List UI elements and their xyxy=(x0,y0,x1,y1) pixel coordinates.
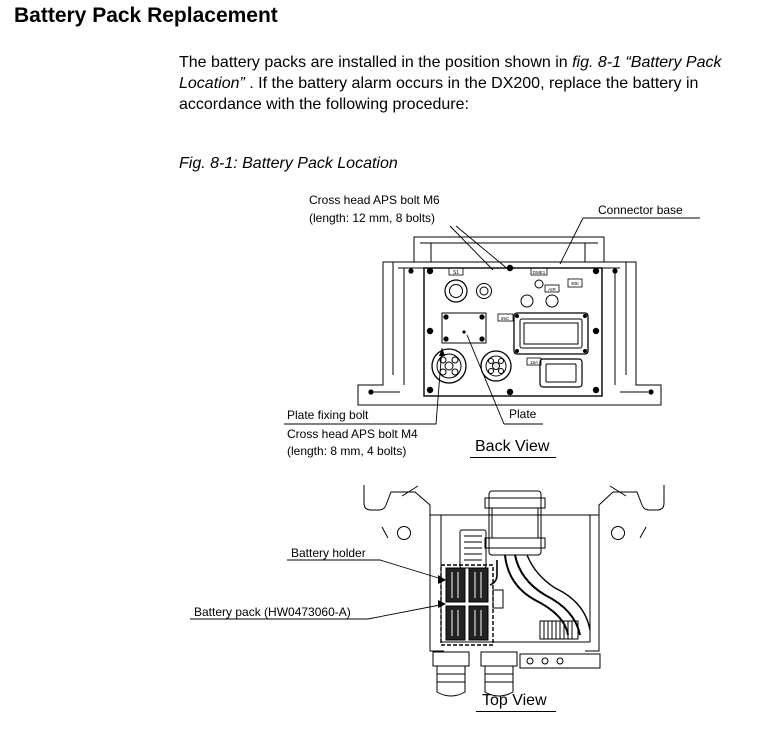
caption-top-view-underline xyxy=(476,711,556,712)
label-plate-fixing-bolt: Plate fixing bolt xyxy=(287,408,369,422)
battery-pack-3 xyxy=(445,605,466,641)
battery-pack-1 xyxy=(445,567,466,603)
top-view-drawing xyxy=(190,485,665,697)
intro-paragraph: The battery packs are installed in the p… xyxy=(179,52,739,115)
panel-mark-dme1: DME1 xyxy=(533,270,546,275)
caption-back-view: Back View xyxy=(475,438,550,455)
label-connector-base: Connector base xyxy=(598,203,683,217)
panel-mark-18a: 18A xyxy=(530,360,538,365)
battery-pack-2 xyxy=(468,567,489,603)
caption-top-view: Top View xyxy=(482,692,547,709)
panel-mark-ebi: EBI xyxy=(571,281,578,286)
intro-text-2: . If the battery alarm occurs in the DX2… xyxy=(179,75,699,113)
figure-reference: fig. 8-1 “Battery Pack Location” xyxy=(179,54,722,92)
figure-title: Fig. 8-1: Battery Pack Location xyxy=(179,155,398,172)
plate xyxy=(441,312,487,344)
panel-mark-25c: 25C xyxy=(501,316,510,321)
label-aps-bolt-m6: Cross head APS bolt M6 xyxy=(309,193,440,207)
back-view-drawing: S1 DME1 AIR EBI 25C 18A xyxy=(284,217,700,425)
label-plate: Plate xyxy=(509,407,537,421)
caption-back-view-underline xyxy=(470,457,556,458)
panel-bolts xyxy=(368,264,654,396)
intro-text-1: The battery packs are installed in the p… xyxy=(179,54,573,71)
label-battery-pack: Battery pack (HW0473060-A) xyxy=(194,605,351,619)
page-heading: Battery Pack Replacement xyxy=(14,4,278,27)
battery-pack-4 xyxy=(468,605,489,641)
panel-mark-air: AIR xyxy=(548,287,556,292)
label-battery-holder: Battery holder xyxy=(291,546,366,560)
label-aps-bolt-m4-spec: (length: 8 mm, 4 bolts) xyxy=(287,444,407,458)
panel-mark-s1: S1 xyxy=(453,270,459,276)
label-aps-bolt-m6-spec: (length: 12 mm, 8 bolts) xyxy=(309,211,436,225)
label-aps-bolt-m4: Cross head APS bolt M4 xyxy=(287,427,418,441)
connector-base xyxy=(513,312,589,355)
